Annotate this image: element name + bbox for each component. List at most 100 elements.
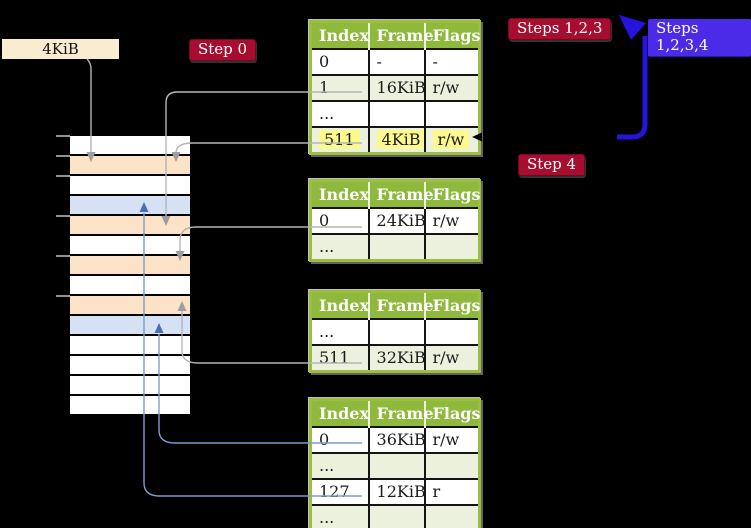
- memory-tick-8kib: [56, 175, 70, 177]
- cell-flags: [423, 504, 480, 528]
- memory-column: [70, 136, 190, 416]
- cell-index: ...: [310, 100, 369, 127]
- memory-row-9-page: [70, 316, 190, 334]
- cell-flags: [423, 452, 480, 479]
- cell-flags: r/w: [423, 426, 480, 453]
- cell-frame: 24KiB: [367, 207, 425, 234]
- cell-frame: [367, 318, 425, 345]
- cell-index: 127: [310, 478, 369, 505]
- cell-index: 511: [310, 344, 369, 372]
- cell-value: 0: [319, 430, 330, 449]
- memory-row-7-free: [70, 276, 190, 294]
- memory-tick-4kib: [56, 155, 70, 157]
- cell-value: r/w: [432, 211, 460, 230]
- steps-123-label: Steps 1,2,3: [508, 18, 612, 40]
- cell-frame: 16KiB: [367, 74, 425, 101]
- table-row: ...: [310, 233, 480, 261]
- cell-value-highlighted: 4KiB: [376, 130, 425, 149]
- cell-frame: [367, 100, 425, 127]
- cell-value: 0: [319, 211, 330, 230]
- col-header-flags: Flags: [423, 291, 481, 319]
- cell-value: 127: [319, 482, 350, 501]
- cell-value: r/w: [432, 78, 460, 97]
- cell-value: 36KiB: [376, 430, 425, 449]
- page-table-level1-a: Index Frame Flags 0 24KiB r/w ...: [309, 179, 481, 262]
- table-row: 0 36KiB r/w: [310, 426, 480, 453]
- cell-flags: r/w: [423, 126, 480, 154]
- cell-frame: 36KiB: [367, 426, 425, 453]
- cell-value: 16KiB: [376, 78, 425, 97]
- memory-tick-24kib: [56, 255, 70, 257]
- col-header-flags: Flags: [423, 21, 481, 49]
- cell-value: -: [376, 52, 382, 71]
- memory-tick-16kib: [56, 215, 70, 217]
- table-header-row: Index Frame Flags: [310, 21, 481, 49]
- cell-index: 1: [310, 74, 369, 101]
- cell-index: 0: [310, 426, 369, 453]
- memory-row-8-table: [70, 296, 190, 314]
- page-table-level2: Index Frame Flags 0 - - 1 16KiB r/w ... …: [309, 20, 481, 155]
- cell-flags: r/w: [423, 207, 480, 234]
- page-table-level1-b: Index Frame Flags ... 511 32KiB r/w: [309, 290, 481, 373]
- table-row: 127 12KiB r: [310, 478, 480, 505]
- memory-row-1-table: [70, 156, 190, 174]
- table-header-row: Index Frame Flags: [310, 291, 481, 319]
- cell-value: r/w: [432, 430, 460, 449]
- cell-flags: r/w: [423, 74, 480, 101]
- memory-row-6-table: [70, 256, 190, 274]
- cell-flags: [423, 100, 480, 127]
- cell-flags: r/w: [423, 344, 480, 372]
- memory-tick-0kib: [56, 135, 70, 137]
- steps-1234-label: Steps 1,2,3,4: [648, 19, 751, 57]
- memory-row-10-free: [70, 336, 190, 354]
- cell-frame: [367, 452, 425, 479]
- cell-index: 0: [310, 207, 369, 234]
- step-0-label: Step 0: [189, 39, 257, 61]
- cell-value-highlighted: 511: [319, 130, 360, 149]
- col-header-frame: Frame: [367, 291, 434, 319]
- cell-index: ...: [310, 233, 369, 261]
- table-header-row: Index Frame Flags: [310, 399, 481, 427]
- cell-flags: [423, 233, 480, 261]
- cell-value: r/w: [432, 348, 460, 367]
- cell-value: r: [432, 482, 441, 501]
- memory-row-3-page: [70, 196, 190, 214]
- table-header-row: Index Frame Flags: [310, 180, 481, 208]
- cell-frame: [367, 504, 425, 528]
- memory-row-2-free: [70, 176, 190, 194]
- memory-row-11-free: [70, 356, 190, 374]
- cell-value: 32KiB: [376, 348, 425, 367]
- cell-value: 24KiB: [376, 211, 425, 230]
- table-row: 0 24KiB r/w: [310, 207, 480, 234]
- col-header-frame: Frame: [367, 180, 434, 208]
- cell-value-highlighted: r/w: [432, 130, 470, 149]
- memory-tick-32kib: [56, 295, 70, 297]
- cell-value: 0: [319, 52, 330, 71]
- table-row: 0 - -: [310, 48, 480, 75]
- cell-value: ...: [319, 237, 335, 256]
- cell-value: 1: [319, 78, 330, 97]
- col-header-frame: Frame: [367, 21, 434, 49]
- frame-size-label: 4KiB: [2, 39, 119, 59]
- cell-frame: -: [367, 48, 425, 75]
- page-table-level1-c: Index Frame Flags 0 36KiB r/w ... 127 12…: [309, 398, 481, 528]
- col-header-index: Index: [310, 180, 369, 208]
- cell-flags: r: [423, 478, 480, 505]
- table-row: ...: [310, 452, 480, 479]
- cell-index: 0: [310, 48, 369, 75]
- cell-value: ...: [319, 104, 335, 123]
- col-header-index: Index: [310, 399, 369, 427]
- table-row: ...: [310, 100, 480, 127]
- table-row: 1 16KiB r/w: [310, 74, 480, 101]
- cell-frame: 32KiB: [367, 344, 425, 372]
- table-row-highlighted: 511 4KiB r/w: [310, 126, 480, 154]
- table-row: 511 32KiB r/w: [310, 344, 480, 372]
- cell-frame: [367, 233, 425, 261]
- cell-value: ...: [319, 322, 335, 341]
- cell-index: ...: [310, 318, 369, 345]
- memory-row-4-table: [70, 216, 190, 234]
- memory-row-5-free: [70, 236, 190, 254]
- table-row: ...: [310, 504, 480, 528]
- arrow-loop-black-segment: [472, 132, 617, 142]
